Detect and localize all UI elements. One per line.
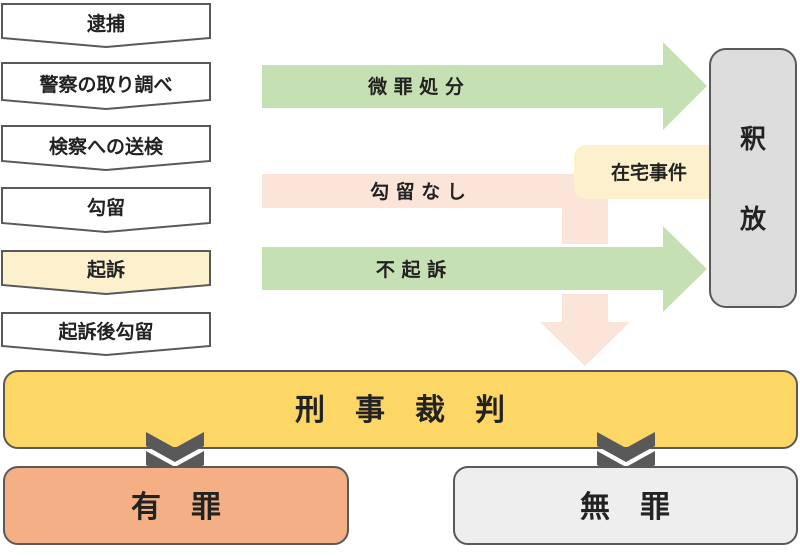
at-home-case-tag: 在宅事件 [574, 145, 724, 199]
criminal-trial-box: 刑 事 裁 判 [3, 370, 798, 449]
step-referral-to-prosecutor: 検察への送検 [1, 125, 211, 172]
release-label-1: 釈 [740, 125, 766, 155]
not-guilty-label: 無 罪 [580, 490, 670, 525]
step-label: 警察の取り調べ [39, 73, 172, 96]
step-arrest: 逮捕 [1, 3, 211, 49]
step-label: 起訴後勾留 [57, 320, 153, 343]
step-label: 起訴 [86, 258, 125, 281]
guilty-label: 有 罪 [131, 490, 221, 525]
step-indictment: 起訴 [1, 250, 211, 296]
step-label: 検察への送検 [49, 135, 164, 158]
minor-offense-label: 微 罪 処 分 [367, 75, 464, 98]
minor-offense-arrow: 微 罪 処 分 [262, 42, 707, 130]
release-label-2: 放 [739, 204, 767, 235]
non-prosecution-arrow: 不 起 訴 [262, 226, 707, 312]
step-label: 勾留 [87, 196, 125, 219]
step-detention: 勾留 [1, 187, 211, 234]
non-prosecution-label: 不 起 訴 [376, 258, 446, 281]
criminal-trial-label: 刑 事 裁 判 [295, 393, 505, 428]
step-post-indictment-detention: 起訴後勾留 [1, 312, 211, 357]
release-box: 釈 放 [709, 48, 797, 308]
no-detention-arrow: 勾 留 な し [262, 174, 630, 366]
not-guilty-box: 無 罪 [453, 466, 798, 545]
no-detention-label: 勾 留 な し [370, 180, 466, 203]
guilty-box: 有 罪 [3, 466, 349, 545]
at-home-case-label: 在宅事件 [611, 161, 687, 184]
step-label: 逮捕 [87, 12, 125, 35]
procedure-steps: 逮捕 警察の取り調べ 検察への送検 勾留 起訴 起訴後勾留 [1, 3, 211, 357]
step-police-interrogation: 警察の取り調べ [1, 62, 211, 111]
